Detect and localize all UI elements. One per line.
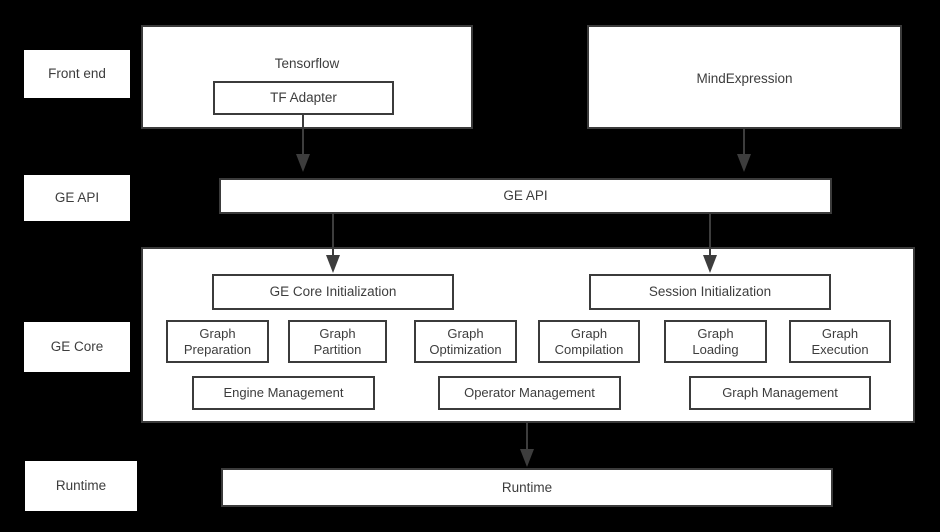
session-initialization-label: Session Initialization: [648, 284, 772, 300]
mindexpression-panel[interactable]: MindExpression: [587, 25, 902, 129]
session-initialization-box[interactable]: Session Initialization: [589, 274, 831, 310]
module-graph-loading[interactable]: Graph Loading: [664, 320, 767, 363]
mindexpression-title: MindExpression: [696, 71, 793, 86]
module-graph-preparation-label: Graph Preparation: [183, 326, 252, 357]
runtime-box[interactable]: Runtime: [221, 468, 833, 507]
manager-engine-management[interactable]: Engine Management: [192, 376, 375, 410]
module-graph-compilation-label: Graph Compilation: [554, 326, 624, 357]
module-graph-compilation[interactable]: Graph Compilation: [538, 320, 640, 363]
module-graph-execution[interactable]: Graph Execution: [789, 320, 891, 363]
manager-graph-management[interactable]: Graph Management: [689, 376, 871, 410]
module-graph-optimization-label: Graph Optimization: [429, 326, 502, 357]
module-graph-loading-label: Graph Loading: [692, 326, 739, 357]
layer-label-ge-api-text: GE API: [54, 190, 100, 206]
module-graph-partition[interactable]: Graph Partition: [288, 320, 387, 363]
layer-label-front-end-text: Front end: [48, 66, 106, 82]
ge-api-box[interactable]: GE API: [219, 178, 832, 214]
layer-label-ge-core: GE Core: [24, 322, 130, 372]
ge-api-box-label: GE API: [503, 188, 548, 204]
manager-graph-management-label: Graph Management: [722, 385, 838, 401]
ge-core-initialization-label: GE Core Initialization: [269, 284, 397, 300]
manager-operator-management[interactable]: Operator Management: [438, 376, 621, 410]
module-graph-execution-label: Graph Execution: [811, 326, 869, 357]
tf-adapter-box[interactable]: TF Adapter: [213, 81, 394, 115]
tensorflow-title: Tensorflow: [274, 56, 340, 71]
layer-label-ge-core-text: GE Core: [50, 339, 104, 355]
connector-mindexpression-to-ge-api: [737, 129, 751, 172]
module-graph-partition-label: Graph Partition: [313, 326, 362, 357]
manager-engine-management-label: Engine Management: [223, 385, 344, 401]
layer-label-runtime: Runtime: [25, 461, 137, 511]
ge-core-initialization-box[interactable]: GE Core Initialization: [212, 274, 454, 310]
manager-operator-management-label: Operator Management: [464, 385, 595, 401]
layer-label-ge-api: GE API: [24, 175, 130, 221]
module-graph-preparation[interactable]: Graph Preparation: [166, 320, 269, 363]
layer-label-front-end: Front end: [24, 50, 130, 98]
connector-ge-core-to-runtime: [520, 423, 534, 467]
tf-adapter-label: TF Adapter: [270, 90, 337, 106]
module-graph-optimization[interactable]: Graph Optimization: [414, 320, 517, 363]
runtime-box-label: Runtime: [501, 479, 553, 495]
layer-label-runtime-text: Runtime: [55, 478, 107, 494]
